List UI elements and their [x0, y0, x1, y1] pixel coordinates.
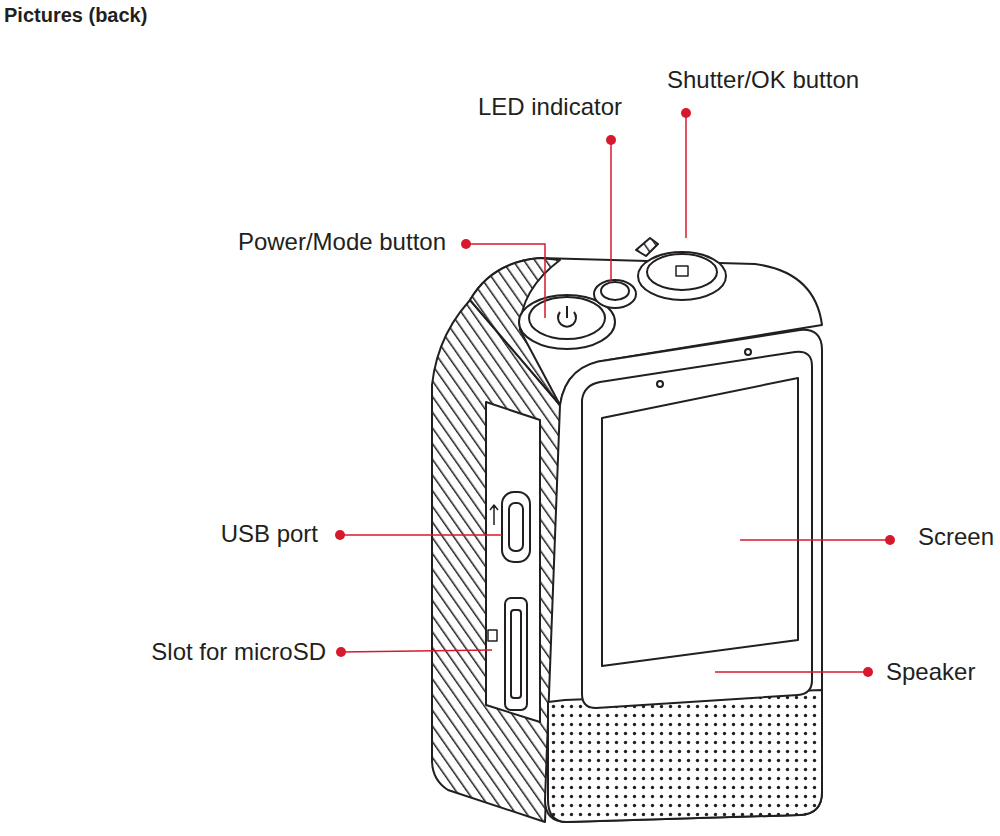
part-label: Slot for microSD: [151, 638, 326, 666]
part-label: Speaker: [886, 658, 975, 686]
part-label: USB port: [221, 520, 318, 548]
part-label: Shutter/OK button: [667, 66, 859, 94]
part-label: Power/Mode button: [238, 228, 446, 256]
part-label: LED indicator: [478, 93, 622, 121]
page-title: Pictures (back): [4, 2, 147, 28]
part-label: Screen: [918, 523, 994, 551]
